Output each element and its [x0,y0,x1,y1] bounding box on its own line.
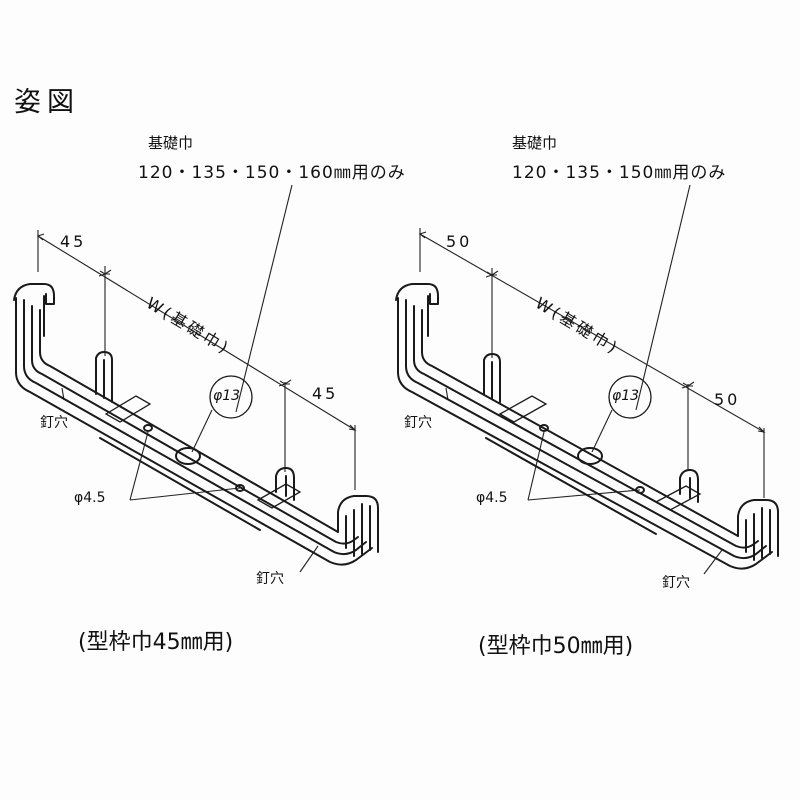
bracket-body [13,283,379,566]
hole-4-5-label: φ4.5 [74,490,106,506]
caption-50mm: (型枠巾50㎜用) [478,634,634,659]
foundation-width-note-sizes: 120・135・150・160㎜用のみ [138,163,406,183]
end-dimension-label-right: 50 [714,390,741,409]
nail-hole-label-top: 釘穴 [40,415,68,431]
leader-lines [61,184,319,573]
end-dimension-label: 45 [60,232,87,251]
end-dimension-label-right: 45 [312,384,339,403]
hole-4-5-label: φ4.5 [476,490,508,506]
hole-13-label: φ13 [213,388,241,404]
leader-lines [445,184,723,575]
page-title: 姿図 [14,87,80,118]
bracket-body [395,283,779,570]
bracket-45-drawing [13,184,379,573]
end-dimension-label: 50 [446,232,473,251]
dimension-lines [418,228,766,498]
nail-hole-label-bottom: 釘穴 [662,575,690,591]
foundation-width-note-sizes: 120・135・150㎜用のみ [512,163,727,183]
dimension-lines [36,230,357,490]
foundation-width-note-title: 基礎巾 [512,134,558,152]
caption-45mm: (型枠巾45㎜用) [78,630,234,655]
nail-hole-label-top: 釘穴 [404,415,432,431]
bracket-50-drawing [395,184,779,575]
hole-13-callout-circle [608,375,652,419]
hole-13-label: φ13 [612,388,640,404]
foundation-width-note-title: 基礎巾 [148,134,194,152]
nail-hole-label-bottom: 釘穴 [256,571,284,587]
hole-13-callout-circle [209,375,253,419]
